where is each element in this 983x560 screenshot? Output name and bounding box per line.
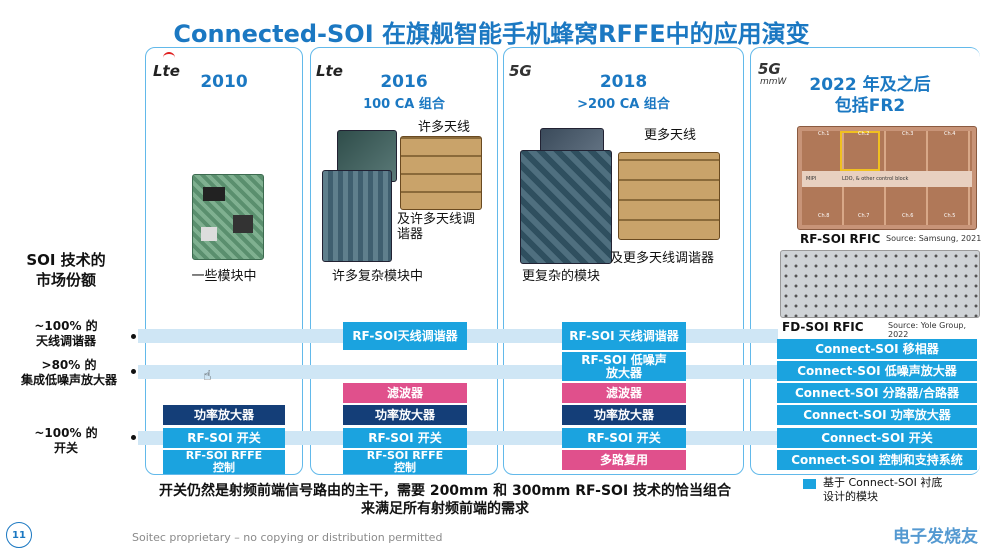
caption-rf-soi-rfic: RF-SOI RFIC	[800, 232, 881, 246]
column-2010	[145, 47, 303, 475]
column-2022	[750, 47, 980, 475]
antenna-image-2018	[618, 152, 720, 240]
chip-label-ch8: Ch.8	[818, 213, 830, 219]
page-title: Connected-SOI 在旗舰智能手机蜂窝RFFE中的应用演变	[173, 20, 810, 48]
box-tuner-2018: RF-SOI 天线调谐器	[562, 322, 686, 350]
box-filter-2016: 滤波器	[343, 383, 467, 403]
caption-2010: 一些模块中	[191, 269, 257, 284]
year-2018: 2018	[599, 72, 648, 92]
box-pa-2022: Connect-SOI 功率放大器	[777, 405, 977, 425]
box-rffe-2010: RF-SOI RFFE 控制	[163, 450, 285, 474]
box-switch-2016: RF-SOI 开关	[343, 428, 467, 448]
caption-antennas-2016: 许多天线	[418, 120, 471, 135]
caption-tuners-2016: 及许多天线调 谐器	[397, 212, 476, 242]
box-control-2022: Connect-SOI 控制和支持系统	[777, 450, 977, 470]
chip-label-ch6: Ch.6	[902, 213, 914, 219]
box-lna-2022: Connect-SOI 低噪声放大器	[777, 361, 977, 381]
row-label-lna: >80% 的 集成低噪声放大器	[20, 358, 117, 387]
mmw-label: mmW	[760, 77, 787, 87]
lte-logo-2: Lte	[316, 62, 343, 80]
caption-2018: 更复杂的模块	[522, 269, 601, 284]
subtitle-2022: 包括FR2	[834, 96, 906, 116]
page-number: 11	[12, 529, 26, 541]
source-yole: Source: Yole Group, 2022	[888, 321, 967, 339]
box-tuner-2016: RF-SOI天线调谐器	[343, 322, 467, 350]
legend-swatch	[803, 479, 816, 489]
module-image-2010	[192, 174, 264, 260]
box-switch-2022: Connect-SOI 开关	[777, 428, 977, 448]
year-2010: 2010	[200, 72, 248, 92]
chip-label-mipi: MIPI	[806, 176, 817, 182]
5g-logo-1: 5G	[509, 62, 532, 80]
page-number-badge: 11	[6, 522, 32, 548]
fd-soi-rfic-image	[780, 250, 980, 318]
footer-proprietary: Soitec proprietary – no copying or distr…	[132, 531, 443, 544]
module-image-2016-b	[322, 170, 392, 262]
chip-label-ch2: Ch.2	[858, 131, 870, 137]
subtitle-2016: 100 CA 组合	[363, 97, 445, 112]
antenna-image-2016	[400, 136, 482, 210]
chip-label-ldo: LDO, & other control block	[842, 176, 909, 182]
year-2022: 2022 年及之后	[809, 75, 931, 95]
chip-label-ch1: Ch.1	[818, 131, 830, 137]
chip-label-ch5: Ch.5	[944, 213, 956, 219]
box-pa-2010: 功率放大器	[163, 405, 285, 425]
row-label-antenna-tuner: ~100% 的 天线调谐器	[34, 319, 98, 348]
caption-antennas-2018: 更多天线	[644, 128, 697, 143]
lte-logo-1: Lte	[153, 62, 180, 80]
box-switch-2010: RF-SOI 开关	[163, 428, 285, 448]
chip-label-ch4: Ch.4	[944, 131, 956, 137]
box-splitter-2022: Connect-SOI 分路器/合路器	[777, 383, 977, 403]
row-dot-2	[131, 369, 136, 374]
column-2016	[310, 47, 498, 475]
box-pa-2016: 功率放大器	[343, 405, 467, 425]
market-share-label: SOI 技术的 市场份额	[26, 251, 106, 289]
caption-tuners-2018: 及更多天线调谐器	[610, 251, 715, 266]
caption-fd-soi-rfic: FD-SOI RFIC	[782, 320, 864, 334]
chip-label-ch3: Ch.3	[902, 131, 914, 137]
box-rffe-2016: RF-SOI RFFE 控制	[343, 450, 467, 474]
subtitle-2018: >200 CA 组合	[577, 97, 670, 112]
caption-2016: 许多复杂模块中	[332, 269, 424, 284]
box-mux-2018: 多路复用	[562, 450, 686, 470]
row-label-switch: ~100% 的 开关	[34, 426, 98, 455]
box-pa-2018: 功率放大器	[562, 405, 686, 425]
row-dot-3	[131, 435, 136, 440]
legend-text: 基于 Connect-SOI 衬底 设计的模块	[823, 476, 943, 503]
box-switch-2018: RF-SOI 开关	[562, 428, 686, 448]
signal-icon-1	[163, 52, 175, 62]
box-filter-2018: 滤波器	[562, 383, 686, 403]
5g-logo-2: 5G	[758, 60, 781, 78]
box-lna-2018: RF-SOI 低噪声 放大器	[562, 352, 686, 381]
bottom-statement: 开关仍然是射频前端信号路由的主干，需要 200mm 和 300mm RF-SOI…	[158, 483, 732, 517]
hand-cursor-icon: ☝	[203, 368, 212, 384]
row-dot-1	[131, 334, 136, 339]
box-phase-shifter-2022: Connect-SOI 移相器	[777, 339, 977, 359]
source-samsung: Source: Samsung, 2021	[886, 234, 982, 243]
column-2018	[503, 47, 744, 475]
year-2016: 2016	[380, 72, 428, 92]
module-image-2018-b	[520, 150, 612, 264]
chip-label-ch7: Ch.7	[858, 213, 870, 219]
rf-soi-rfic-image: Ch.1 Ch.2 Ch.3 Ch.4 MIPI LDO, & other co…	[797, 126, 977, 230]
watermark: 电子发烧友	[893, 527, 978, 547]
